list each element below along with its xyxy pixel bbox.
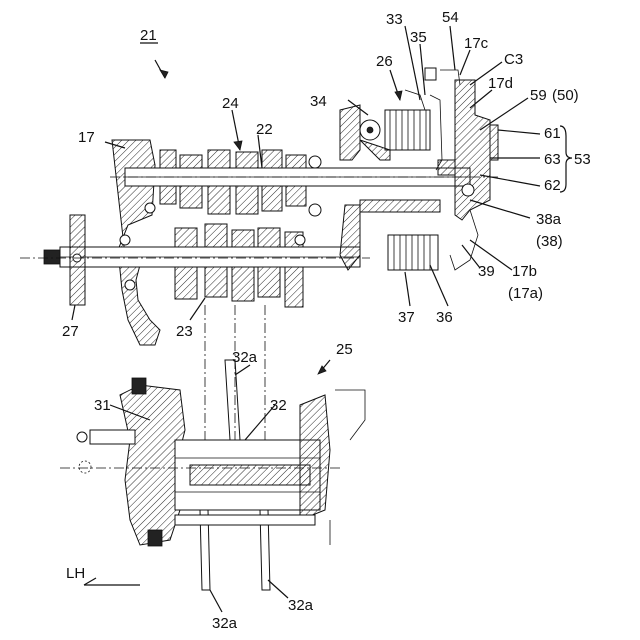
label-33: 33 — [386, 11, 403, 28]
label-36: 36 — [436, 309, 453, 326]
label-54: 54 — [442, 9, 459, 26]
label-37: 37 — [398, 309, 415, 326]
label-59: 59 — [530, 87, 547, 104]
label-53: 53 — [574, 151, 591, 168]
label-32: 32 — [270, 397, 287, 414]
label-32a-top: 32a — [232, 349, 258, 366]
label-17d: 17d — [488, 75, 513, 92]
label-32a-bottom: 32a — [212, 615, 238, 632]
label-24: 24 — [222, 95, 239, 112]
label-39: 39 — [478, 263, 495, 280]
label-25: 25 — [336, 341, 353, 358]
label-31: 31 — [94, 397, 111, 414]
label-LH: LH — [66, 565, 85, 582]
label-23: 23 — [176, 323, 193, 340]
label-35: 35 — [410, 29, 427, 46]
projection-lines — [20, 177, 500, 468]
label-59-50: (50) — [552, 87, 579, 104]
label-17a: (17a) — [508, 285, 543, 302]
upper-transmission-assembly — [44, 68, 498, 345]
label-27: 27 — [62, 323, 79, 340]
label-C3: C3 — [504, 51, 523, 68]
label-38: (38) — [536, 233, 563, 250]
label-38a: 38a — [536, 211, 562, 228]
label-61: 61 — [544, 125, 561, 142]
label-21: 21 — [140, 27, 157, 44]
label-17b: 17b — [512, 263, 537, 280]
label-62: 62 — [544, 177, 561, 194]
label-32a-right: 32a — [288, 597, 314, 614]
label-17c: 17c — [464, 35, 489, 52]
label-17: 17 — [78, 129, 95, 146]
label-26: 26 — [376, 53, 393, 70]
label-22: 22 — [256, 121, 273, 138]
lower-shift-assembly — [77, 360, 365, 590]
label-63: 63 — [544, 151, 561, 168]
label-34: 34 — [310, 93, 327, 110]
